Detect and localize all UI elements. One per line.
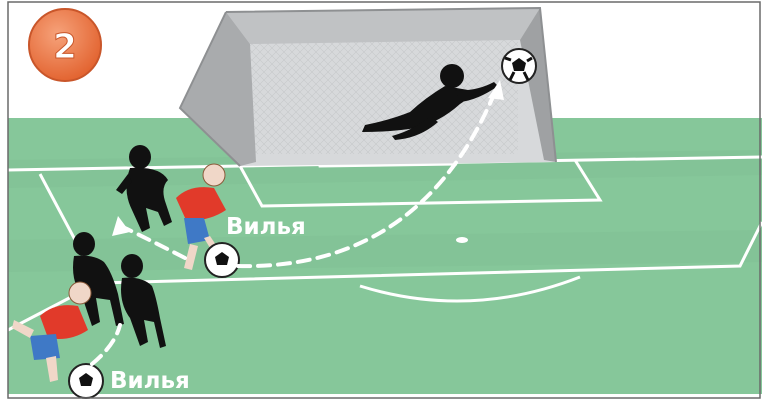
ball-in-goal (502, 49, 536, 83)
penalty-spot (456, 237, 468, 243)
ball-upper (205, 243, 239, 277)
player-label-lower: Вилья (110, 368, 190, 394)
step-badge: 2 (25, 5, 105, 85)
player-label-upper: Вилья (226, 214, 306, 240)
ball-lower (69, 364, 103, 398)
step-number: 2 (53, 27, 77, 67)
